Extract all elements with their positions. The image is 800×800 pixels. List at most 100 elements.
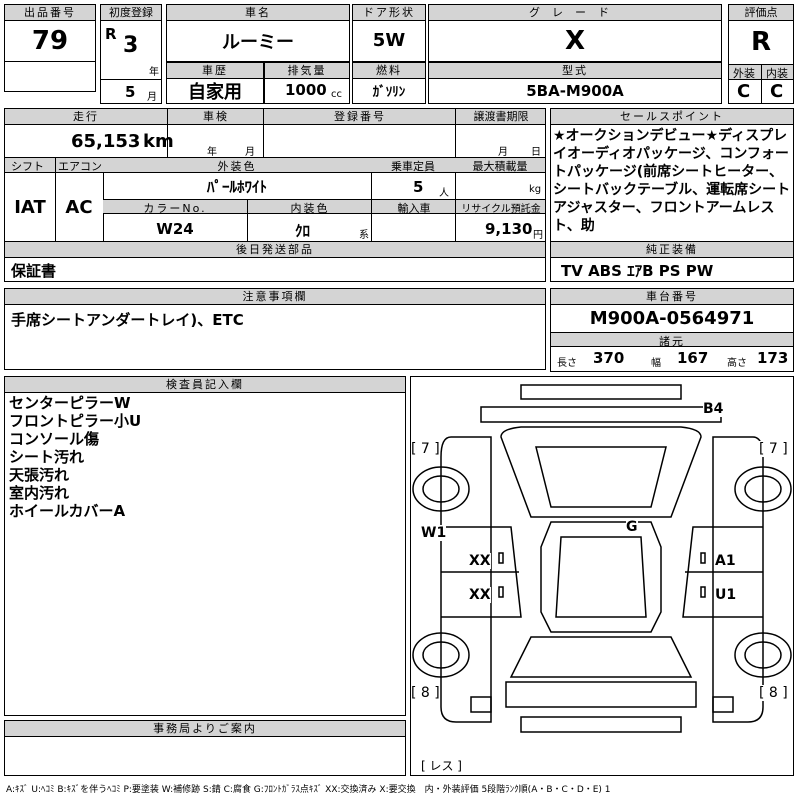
shift-ac-header: シフト エアコン: [5, 158, 103, 174]
chassis-box: 車台番号 M900A-0564971 諸元 長さ 370 幅 167 高さ 17…: [550, 288, 794, 372]
capacity-unit: 人: [439, 188, 449, 199]
selling-points: ★オークションデビュー★ディスプレイオーディオパッケージ、コンフォートパッケージ…: [553, 128, 791, 234]
notes-box: 注意事項欄 手席シートアンダートレイ)、ETC: [4, 288, 546, 370]
ac: AC: [65, 196, 93, 218]
spec-block: シフト エアコン IAT AC 外装色 乗車定員 最大積載量 ﾊﾟｰﾙﾎﾜｲﾄ …: [4, 158, 546, 242]
spec-width-label: 幅: [651, 358, 661, 369]
inspection-label: 車検: [167, 109, 264, 124]
import-label: 輸入車: [371, 200, 456, 216]
score: R: [750, 27, 772, 57]
inspection-month-unit: 月: [245, 147, 255, 158]
tire-front-left: [ 7 ]: [411, 441, 440, 457]
inspector-note: センターピラーW: [9, 394, 131, 412]
reg-no-label: 登録番号: [263, 109, 456, 124]
later-parts-box: 後日発送部品 保証書: [4, 242, 546, 282]
int-color-label: 内装色: [247, 200, 372, 216]
max-load-label: 最大積載量: [455, 158, 545, 173]
recycle-fee: 9,130: [485, 220, 533, 238]
doors: 5W: [372, 30, 406, 51]
office-label: 事務局よりご案内: [5, 721, 405, 737]
legend: A:ｷｽﾞ U:ﾍｺﾐ B:ｷｽﾞを伴うﾍｺﾐ P:要塗装 W:補修跡 S:錆 …: [6, 785, 611, 795]
transfer-month-unit: 月: [498, 147, 508, 158]
inspector-note: シート汚れ: [9, 448, 85, 466]
specs-row: 長さ 370 幅 167 高さ 173: [551, 348, 793, 371]
history-box: 車歴 自家用: [166, 62, 264, 104]
grade: X: [564, 25, 586, 56]
divider: [455, 124, 456, 157]
recycle-label: リサイクル預託金: [455, 200, 546, 215]
selling-label: セールスポイント: [551, 109, 793, 125]
color-row-header: カラーNo. 内装色 輸入車 リサイクル預託金: [103, 199, 546, 216]
fuel: ｶﾞｿﾘﾝ: [372, 85, 406, 100]
door-label: ドア形状: [353, 5, 425, 21]
mark-xx-front: XX: [469, 553, 491, 569]
tire-rear-right: [ 8 ]: [759, 685, 788, 701]
transfer-day-unit: 日: [531, 147, 541, 158]
equipment: TV ABS ｴｱB PS PW: [561, 262, 714, 280]
load-unit: kg: [529, 184, 542, 195]
displacement-unit: cc: [331, 89, 342, 100]
mileage-row: 走行 車検 登録番号 譲渡書期限 65,153 km 年 月 月 日: [4, 108, 546, 158]
inspector-notes: センターピラーW フロントピラー小U コンソール傷 シート汚れ 天張汚れ 室内汚…: [9, 394, 141, 520]
mark-xx-rear: XX: [469, 587, 491, 603]
model-box: 型式 5BA-M900A: [428, 62, 722, 104]
inspector-note: 室内汚れ: [9, 484, 70, 502]
mileage-label: 走行: [73, 110, 99, 123]
fuel-box: 燃料 ｶﾞｿﾘﾝ: [352, 62, 426, 104]
first-reg-month-row: 5 月: [101, 79, 161, 104]
spec-height-label: 高さ: [727, 358, 747, 369]
car-name: ルーミー: [222, 31, 294, 53]
inspector-note: コンソール傷: [9, 430, 100, 448]
inspector-note: 天張汚れ: [9, 466, 70, 484]
inspector-box: 検査員記入欄 センターピラーW フロントピラー小U コンソール傷 シート汚れ 天…: [4, 376, 406, 716]
selling-box: セールスポイント ★オークションデビュー★ディスプレイオーディオパッケージ、コン…: [550, 108, 794, 242]
chassis-number: M900A-0564971: [589, 307, 755, 329]
color-no: W24: [156, 219, 194, 238]
notes-label: 注意事項欄: [5, 289, 545, 305]
inspector-note: フロントピラー小U: [9, 412, 142, 430]
interior-unit: 系: [359, 230, 369, 241]
era: R: [105, 25, 117, 43]
first-reg-year: 3: [123, 33, 139, 58]
ac-label: エアコン: [55, 158, 102, 174]
divider: [167, 124, 168, 157]
mileage-unit: km: [143, 131, 174, 152]
car-diagram: B4 G W1 A1 U1 XX XX [ 7 ] [ 7 ] [ 8 ] [ …: [410, 376, 794, 776]
lot-box: 出品番号 79: [4, 4, 96, 92]
chassis-label: 車台番号: [551, 289, 793, 305]
score-label: 評価点: [729, 5, 793, 21]
equip-box: 純正装備 TV ABS ｴｱB PS PW: [550, 242, 794, 282]
shift-label: シフト: [11, 160, 44, 173]
first-reg-label: 初度登録: [101, 5, 161, 21]
mileage-row-header: 走行 車検 登録番号 譲渡書期限: [5, 109, 545, 125]
car-name-label: 車名: [167, 5, 349, 21]
door-box: ドア形状 5W: [352, 4, 426, 62]
first-reg-box: 初度登録 R 3 年 5 月: [100, 4, 162, 104]
spare-tire: [ レス ]: [421, 757, 462, 774]
tire-front-right: [ 7 ]: [759, 441, 788, 457]
interior-grade: C: [761, 80, 783, 103]
grade-label: グレード: [429, 5, 721, 21]
car-name-box: 車名 ルーミー: [166, 4, 350, 62]
mark-b4: B4: [703, 401, 724, 417]
spec-length: 370: [593, 349, 625, 367]
capacity-label: 乗車定員: [371, 158, 455, 173]
later-parts: 保証書: [11, 262, 57, 280]
displacement-box: 排気量 1000 cc: [264, 62, 350, 104]
specs-label: 諸元: [551, 332, 793, 348]
history: 自家用: [188, 81, 242, 103]
displacement-label: 排気量: [265, 63, 349, 79]
later-parts-label: 後日発送部品: [5, 242, 545, 258]
office-box: 事務局よりご案内: [4, 720, 406, 776]
ext-int-labels: 外装 内装: [729, 64, 793, 81]
spec-height: 173: [757, 349, 789, 367]
ext-int-values: C C: [729, 79, 793, 103]
car-outline-icon: [412, 384, 792, 733]
spec-width: 167: [677, 349, 709, 367]
shift: IAT: [14, 196, 46, 218]
mark-u1: U1: [715, 587, 737, 603]
first-reg-month: 5: [125, 83, 136, 101]
history-label: 車歴: [167, 63, 263, 79]
score-box: 評価点 R 外装 内装 C C: [728, 4, 794, 104]
model-label: 型式: [429, 63, 721, 79]
